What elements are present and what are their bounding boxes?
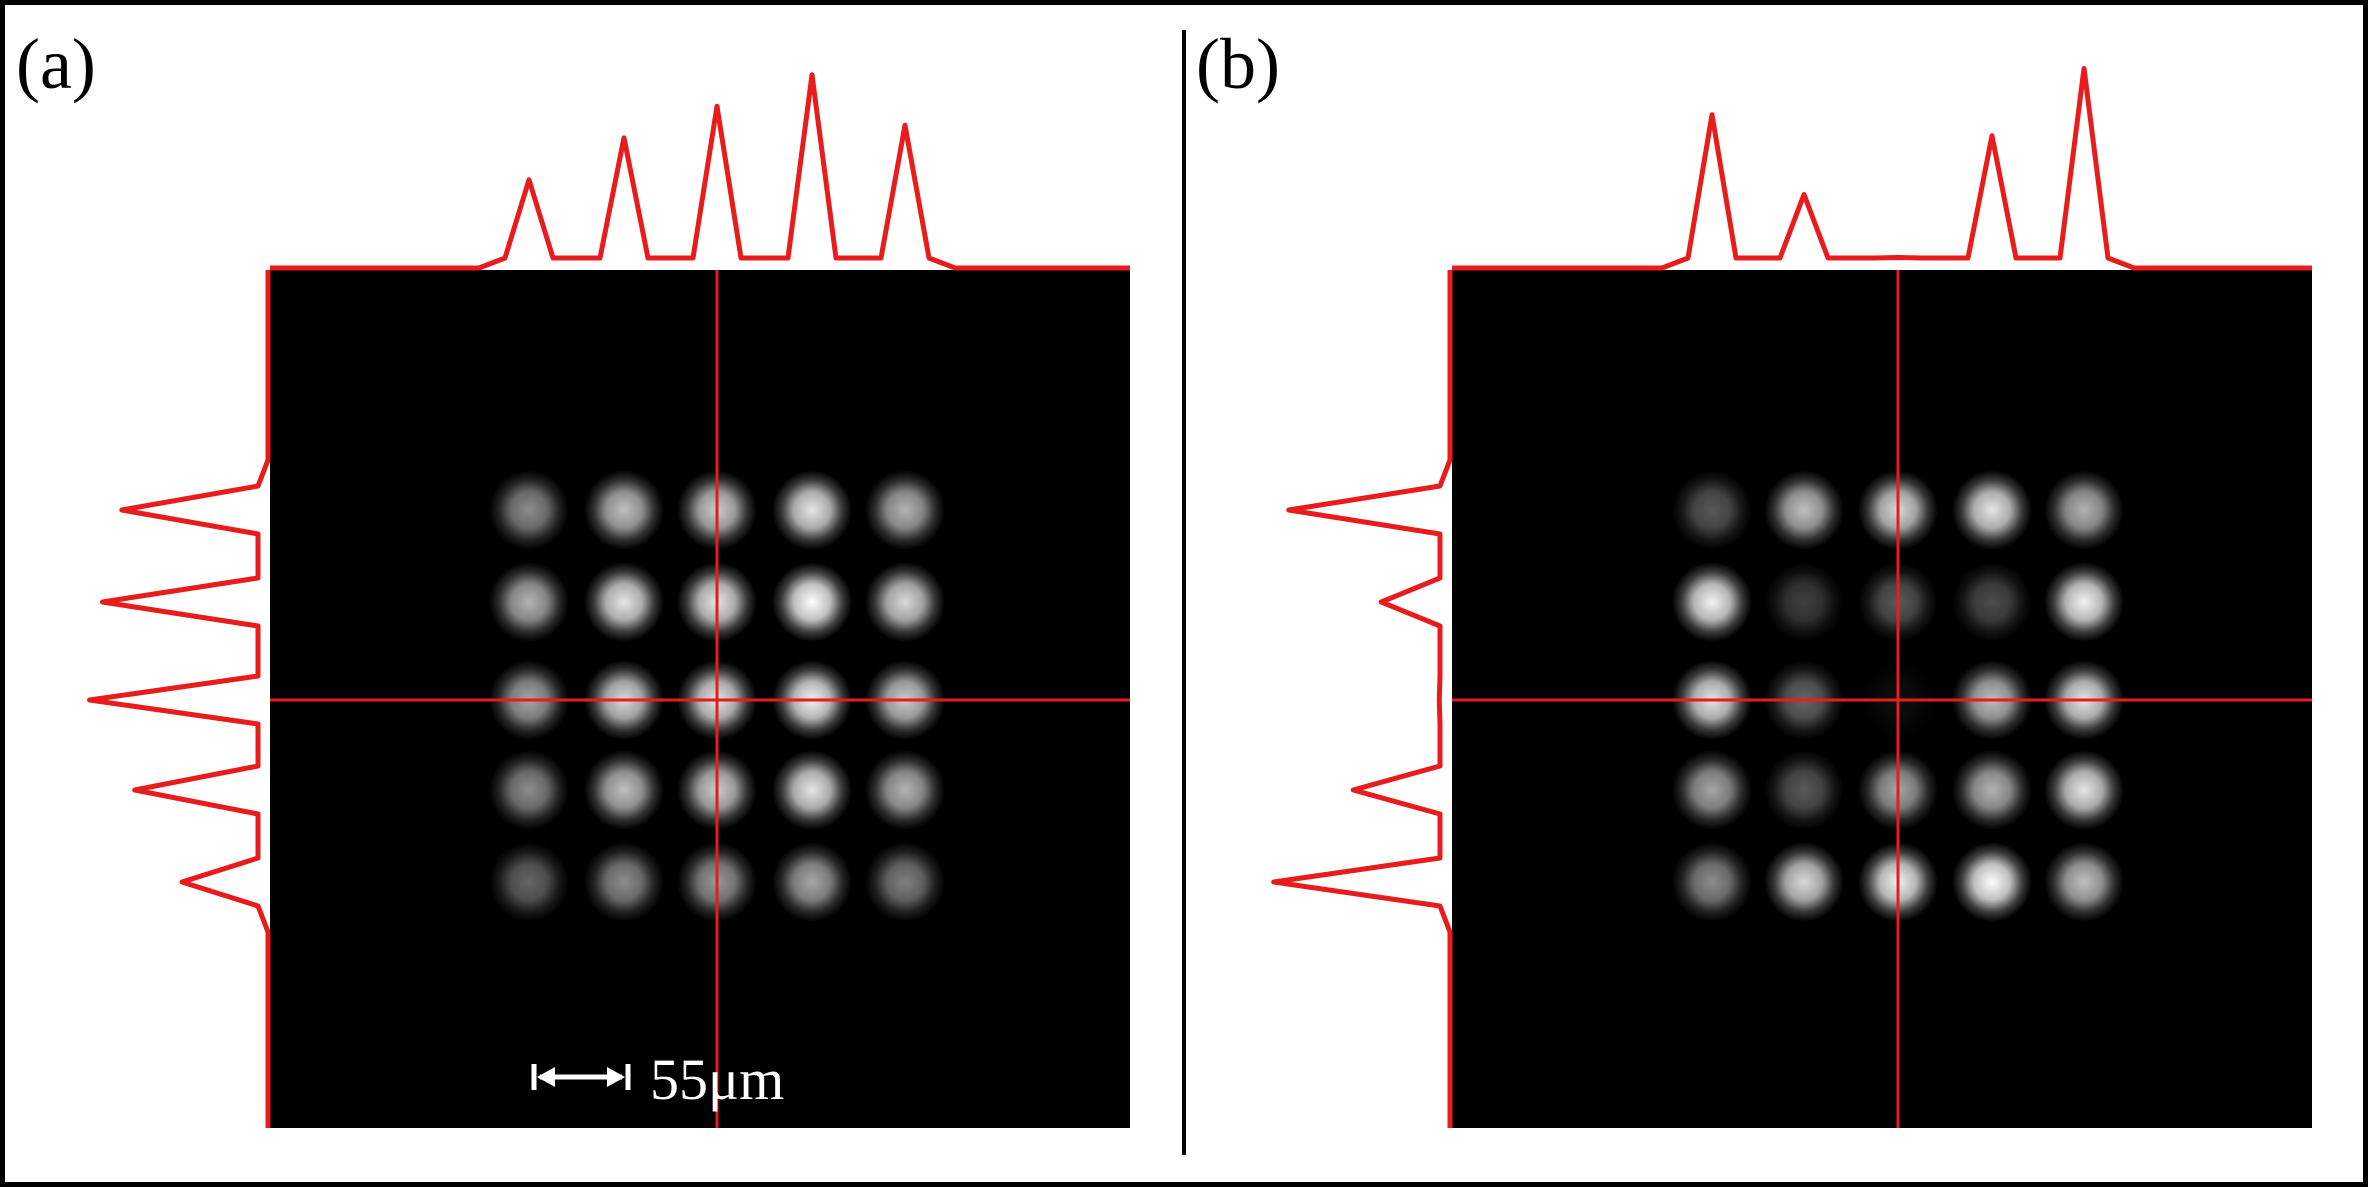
spot (772, 562, 852, 642)
panel-b: (b) (1196, 24, 2312, 1128)
spot (1764, 750, 1844, 830)
spot (584, 842, 664, 922)
spot (865, 470, 945, 550)
panel-b-top-profile (1452, 66, 2312, 271)
spot (1764, 470, 1844, 550)
spot (772, 750, 852, 830)
spot (1672, 842, 1752, 922)
panel-a-label: (a) (16, 24, 96, 104)
panel-a-spot-grid (489, 470, 945, 922)
spot (2044, 562, 2124, 642)
scale-bar-left-arrowhead (537, 1067, 555, 1087)
scale-bar-right-arrowhead (607, 1067, 625, 1087)
spot (1952, 750, 2032, 830)
panel-a: (a) 55μm (16, 24, 1130, 1128)
spot (865, 562, 945, 642)
spot (489, 470, 569, 550)
scale-bar: 55μm (531, 1047, 784, 1112)
spot (489, 562, 569, 642)
spot (1952, 562, 2032, 642)
spot (2044, 842, 2124, 922)
panel-a-left-profile (87, 270, 271, 1128)
spot (1672, 470, 1752, 550)
spot (865, 842, 945, 922)
panel-b-label: (b) (1196, 24, 1280, 104)
scale-bar-label: 55μm (650, 1047, 784, 1112)
spot (865, 750, 945, 830)
spot (1764, 842, 1844, 922)
spot (584, 470, 664, 550)
spot (1672, 562, 1752, 642)
spot (2044, 750, 2124, 830)
spot (1952, 470, 2032, 550)
spot (772, 470, 852, 550)
panel-b-left-profile (1271, 270, 1453, 1128)
panel-a-top-profile (270, 72, 1130, 271)
spot (489, 842, 569, 922)
spot (489, 750, 569, 830)
spot (584, 562, 664, 642)
spot (772, 842, 852, 922)
spot (2044, 470, 2124, 550)
spot (1952, 842, 2032, 922)
spot (1672, 750, 1752, 830)
spot (1764, 562, 1844, 642)
spot (584, 750, 664, 830)
